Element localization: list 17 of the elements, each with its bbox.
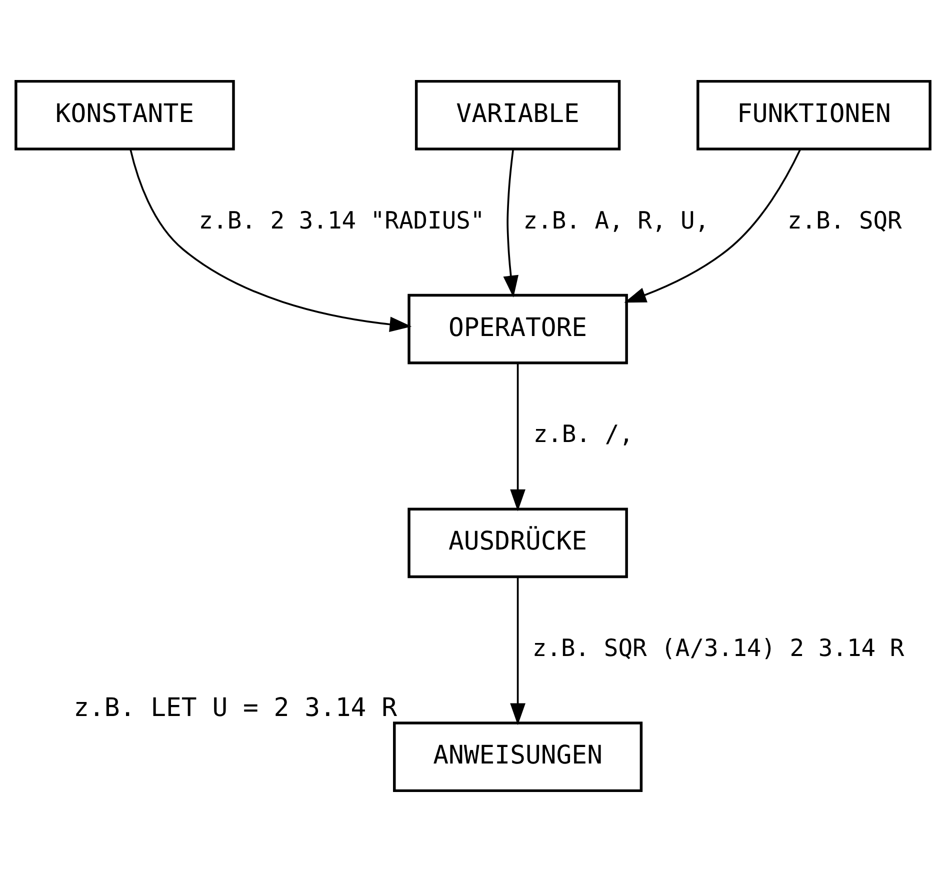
node-label: z.B. LET U = 2 3.14 R [74,693,398,724]
arrow [510,578,526,726]
node-box: VARIABLE [414,80,621,150]
node-box: FUNKTIONEN [696,80,932,150]
arrow [510,364,526,512]
arrow [130,149,412,332]
node-box: OPERATORE [408,294,628,364]
edge-label: z.B. SQR (A/3.14) 2 3.14 R [532,634,904,662]
edge-label: z.B. A, R, U, [523,206,710,234]
arrow [624,148,802,303]
arrow [503,149,518,298]
node-box: AUSDRÜCKE [408,508,628,578]
node-box: ANWEISUNGEN [393,722,643,792]
node-box: KONSTANTE [14,80,235,150]
edge-label: z.B. 2 3.14 "RADIUS" [198,206,485,234]
edge-label: z.B. /, [533,420,634,448]
edge-label: z.B. SQR [787,206,902,234]
